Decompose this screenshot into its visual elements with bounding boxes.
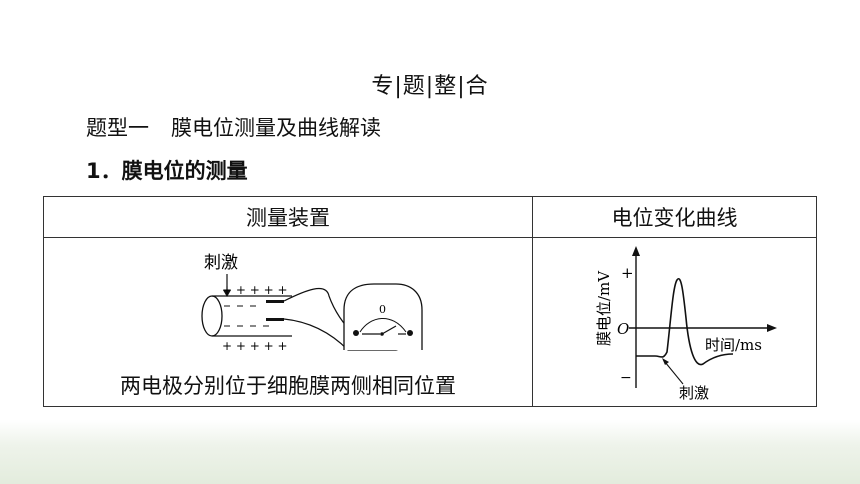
table-body-row: 刺激 + + + + + + + + + + [43,237,817,407]
potential-curve: 膜电位/mV + − O 时间/ms 刺激 [595,246,777,402]
topic-heading: 题型一膜电位测量及曲线解读 [86,112,381,142]
section-heading: 1．膜电位的测量 [86,159,248,183]
curve-cell: 膜电位/mV + − O 时间/ms 刺激 [532,237,817,407]
apparatus-diagram: 刺激 + + + + + + + + + + [201,253,423,353]
footer-band [0,420,860,484]
curve-stimulus-label: 刺激 [679,384,709,402]
measurement-table: 测量装置 电位变化曲线 刺激 + + + + + + + + + + [43,196,817,407]
header-curve: 电位变化曲线 [532,196,817,238]
header-apparatus: 测量装置 [43,196,533,238]
table-header-row: 测量装置 电位变化曲线 [43,196,817,238]
topic-title: 膜电位测量及曲线解读 [171,116,381,140]
curve-plus: + [621,264,634,282]
apparatus-cell: 刺激 + + + + + + + + + + [43,237,533,407]
page-title: 专|题|整|合 [371,74,489,99]
plus-signs-bottom: + + + + + [222,339,288,353]
curve-ylabel: 膜电位/mV [595,270,613,346]
topic-number: 题型一 [86,116,149,140]
curve-origin: O [617,320,629,338]
plus-signs-top: + + + + + [222,283,288,297]
apparatus-caption: 两电极分别位于细胞膜两侧相同位置 [120,374,456,398]
curve-xlabel: 时间/ms [705,336,762,354]
apparatus-stimulus-label: 刺激 [204,253,238,273]
curve-minus: − [620,370,632,386]
meter-zero-label: 0 [379,303,386,316]
